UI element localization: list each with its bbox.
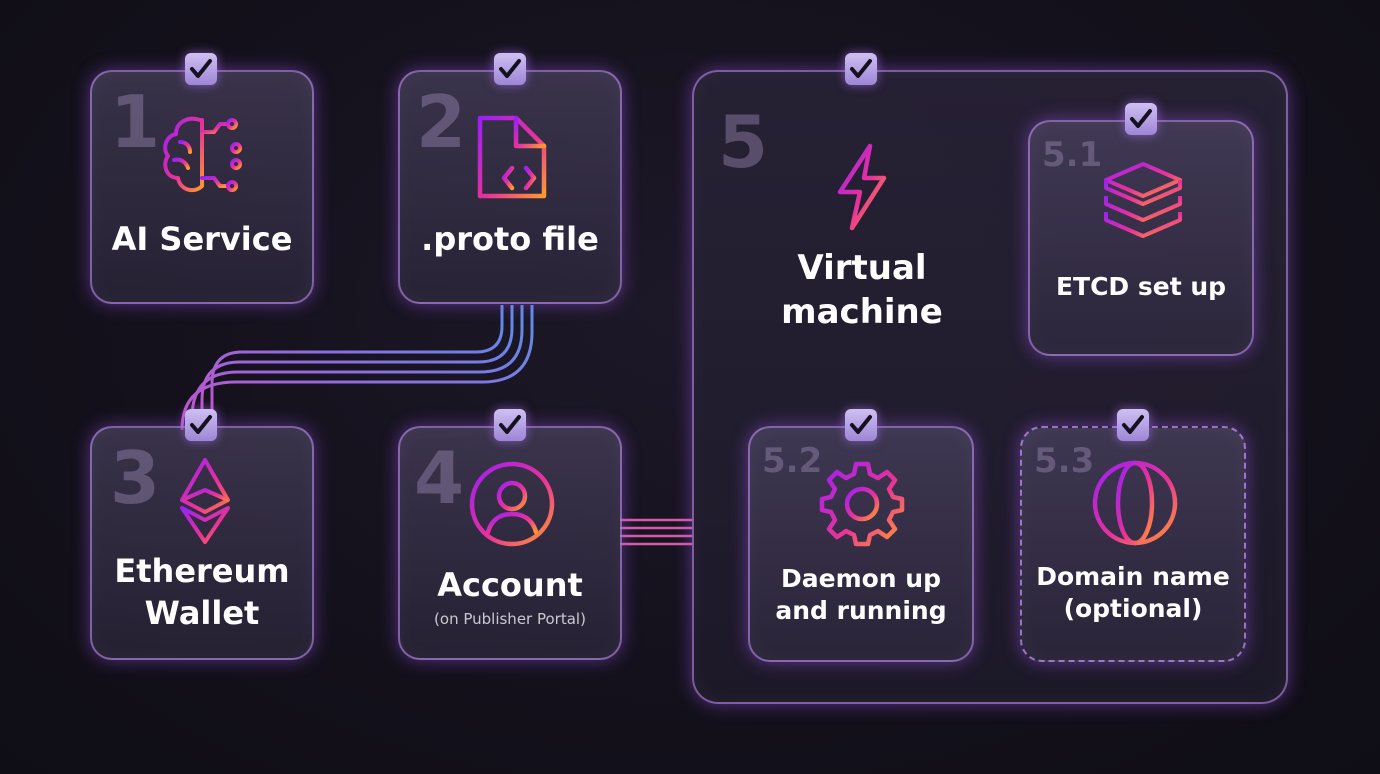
substep-card-daemon: 5.2 Daemon up and running (748, 426, 974, 662)
step-number: 3 (110, 436, 161, 520)
step-card-ai-service: 1 AI Service (90, 70, 314, 304)
step-number: 5 (718, 100, 769, 184)
step-label: AI Service (111, 220, 293, 258)
step-number: 4 (414, 436, 465, 520)
connector-4-5 (620, 518, 694, 546)
lightning-bolt-icon (837, 143, 887, 231)
substep-label: ETCD set up (1055, 272, 1227, 301)
step-label-line1: Ethereum (114, 552, 290, 590)
code-file-icon (477, 115, 547, 199)
substep-5-3-checkbox[interactable] (1117, 409, 1149, 441)
substep-card-etcd: 5.1 ETCD set up (1028, 120, 1254, 356)
checkmark-icon (1130, 109, 1152, 128)
checkmark-icon (850, 415, 872, 434)
substep-number: 5.1 (1042, 135, 1103, 175)
step-card-ethereum-wallet: 3 Ethereum Wallet (90, 426, 314, 660)
step-4-checkbox[interactable] (494, 409, 526, 441)
checkmark-icon (850, 59, 872, 78)
substep-label-line1: Daemon up (781, 564, 941, 593)
substep-label-line1: Domain name (1036, 562, 1230, 591)
connector-3-4 (312, 518, 400, 546)
brain-circuit-icon (163, 116, 242, 193)
step-card-proto-file: 2 .proto file (398, 70, 622, 304)
step-label: Account (437, 566, 583, 604)
substep-label-line2: (optional) (1063, 594, 1203, 623)
step-3-checkbox[interactable] (185, 409, 217, 441)
user-circle-icon (469, 461, 555, 547)
step-number: 1 (110, 80, 161, 164)
checkmark-icon (190, 415, 212, 434)
checkmark-icon (499, 415, 521, 434)
step-label: .proto file (421, 220, 599, 258)
step-5-checkbox[interactable] (845, 53, 877, 85)
substep-number: 5.3 (1034, 441, 1095, 481)
connector-2-3 (180, 305, 534, 431)
checkmark-icon (190, 59, 212, 78)
checkmark-icon (1122, 415, 1144, 434)
substep-card-domain: 5.3 Domain name (optional) (1020, 426, 1246, 662)
globe-icon (1092, 460, 1178, 546)
ethereum-icon (180, 458, 230, 544)
substep-label-line2: and running (775, 596, 947, 625)
step-sublabel: (on Publisher Portal) (434, 610, 586, 628)
step-label-line1: Virtual (797, 248, 927, 288)
connector-1-2 (312, 172, 400, 200)
layers-stack-icon (1104, 162, 1182, 238)
substep-5-1-checkbox[interactable] (1125, 103, 1157, 135)
checkmark-icon (499, 59, 521, 78)
gear-icon (819, 461, 905, 547)
step-label-line2: Wallet (144, 594, 260, 632)
step-number: 2 (416, 80, 467, 164)
substep-number: 5.2 (762, 441, 823, 481)
step-card-account: 4 Account (on Publisher Portal) (398, 426, 622, 660)
substep-5-2-checkbox[interactable] (845, 409, 877, 441)
step-1-checkbox[interactable] (185, 53, 217, 85)
step-2-checkbox[interactable] (494, 53, 526, 85)
step-label-line2: machine (781, 292, 943, 332)
